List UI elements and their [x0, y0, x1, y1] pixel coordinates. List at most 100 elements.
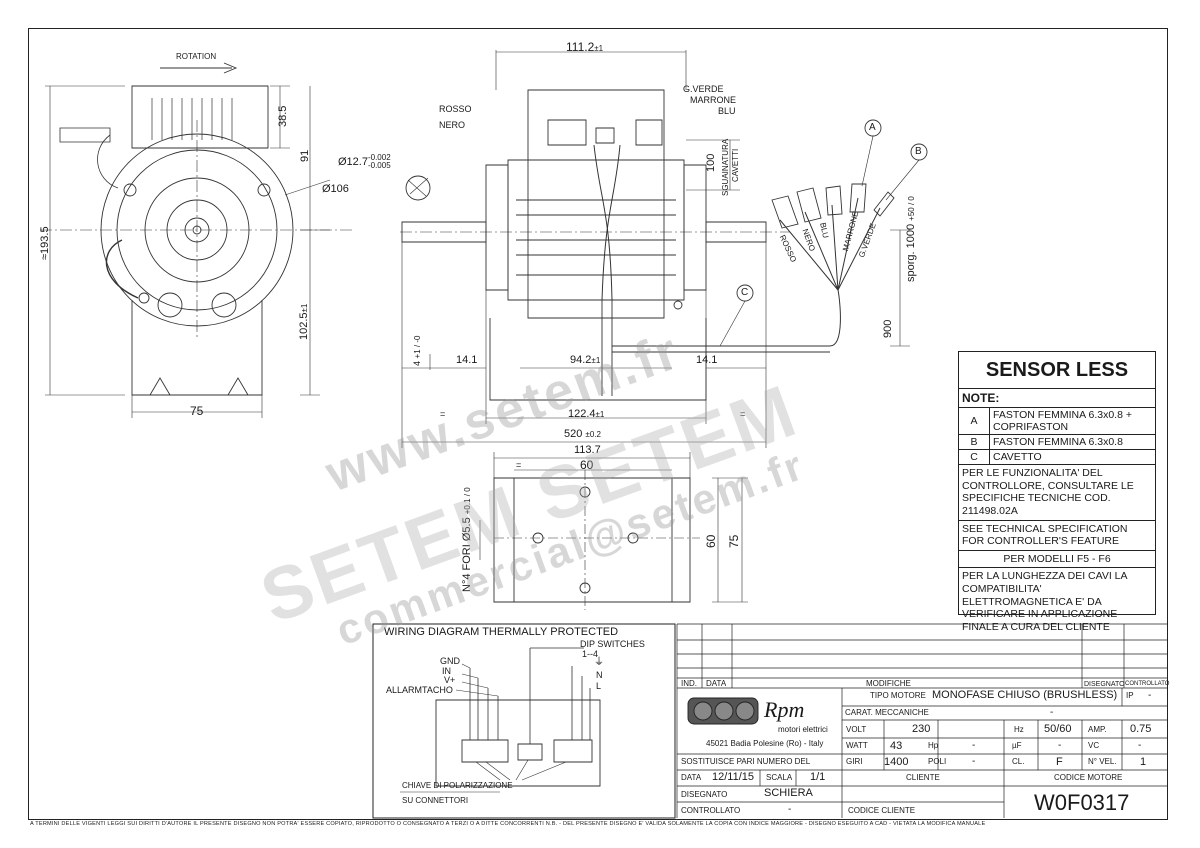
dim-sporg-1000: sporg. 1000 +50 / 0	[905, 196, 917, 282]
wiring-chiave: CHIAVE DI POLARIZZAZIONE	[402, 781, 513, 790]
tb-watt-value: 43	[890, 740, 903, 752]
notes-heading: NOTE:	[959, 389, 1155, 408]
tb-controllato-label: CONTROLLATO	[681, 806, 741, 815]
dim-60-top: 60	[580, 458, 594, 472]
wiring-n: N	[596, 670, 603, 680]
tb-data-label: DATA	[681, 773, 702, 782]
dim-12-7: Ø12.7-0.002-0.005	[338, 153, 391, 170]
tb-hp-value: -	[972, 740, 976, 751]
label-sguainatura: SGUAINATURA	[721, 138, 730, 196]
tb-data-header: DATA	[706, 679, 727, 688]
dim-102-5: 102.5±1	[298, 303, 310, 340]
tb-volt-label: VOLT	[846, 725, 867, 734]
tb-giri-value: 1400	[884, 756, 909, 768]
tb-giri-label: GIRI	[846, 757, 863, 766]
tb-tipo-label: TIPO MOTORE	[870, 691, 926, 700]
tb-amp-label: AMP.	[1088, 725, 1107, 734]
dim-75-left: 75	[190, 404, 204, 418]
wiring-gnd: GND	[440, 656, 460, 666]
dim-75-side: 75	[727, 534, 741, 548]
copyright-footer: A TERMINI DELLE VIGENTI LEGGI SUI DIRITT…	[30, 821, 986, 827]
tb-scala-label: SCALA	[766, 773, 793, 782]
tb-nvel-label: N° VEL.	[1088, 757, 1117, 766]
terminal-cover	[131, 85, 269, 149]
dim-4: 4 +1 / -0	[412, 335, 422, 366]
tb-nvel-value: 1	[1140, 756, 1147, 768]
tb-hz-label: Hz	[1014, 725, 1024, 734]
wiring-dip-switches: DIP SWITCHES	[580, 639, 645, 649]
left-shaft	[401, 221, 487, 243]
tb-controllato-value: -	[788, 804, 792, 815]
wiring-title: WIRING DIAGRAM THERMALLY PROTECTED	[384, 626, 619, 638]
callout-c: C	[741, 287, 749, 298]
tb-controllato-header: CONTROLLATO	[1125, 681, 1170, 687]
drawing-frame	[28, 28, 1168, 820]
earth-icon: ⏚	[594, 657, 604, 668]
wiring-vplus: V+	[444, 675, 456, 685]
tb-watt-label: WATT	[846, 741, 868, 750]
tb-carat-value: -	[1050, 707, 1054, 718]
label-blu: BLU	[718, 106, 736, 116]
dim-113-7: 113.7	[574, 444, 601, 456]
wiring-l: L	[596, 681, 602, 691]
tb-codice-cliente-label: CODICE CLIENTE	[848, 806, 916, 815]
tb-vc-value: -	[1138, 740, 1142, 751]
label-cavetti: CAVETTI	[731, 148, 740, 182]
dim-520: 520 ±0.2	[564, 428, 601, 440]
wiring-allarmtacho: ALLARMTACHO	[386, 685, 453, 695]
dim-100: 100	[705, 153, 717, 172]
tb-cl-label: CL.	[1012, 757, 1025, 766]
wiring-su-connettori: SU CONNETTORI	[402, 796, 469, 805]
note-cable-length: PER LA LUNGHEZZA DEI CAVI LA COMPATIBILI…	[962, 570, 1127, 633]
tb-hp-label: Hp	[928, 741, 939, 750]
dim-122-4: 122.4±1	[568, 408, 605, 420]
tb-cliente-label: CLIENTE	[906, 773, 940, 782]
tb-modifiche: MODIFICHE	[866, 679, 911, 688]
label-g-verde: G.VERDE	[683, 84, 724, 94]
tb-disegnato-value: SCHIERA	[764, 787, 813, 799]
equal-mark-3: =	[516, 460, 522, 470]
sensor-title: SENSOR LESS	[959, 352, 1155, 389]
wiring-dip-range: 1--4	[582, 649, 599, 659]
dim-193-5: ≈193.5	[39, 226, 51, 260]
tb-tipo-value: MONOFASE CHIUSO (BRUSHLESS)	[932, 689, 1118, 701]
tb-uf-label: µF	[1012, 741, 1022, 750]
tb-ip-label: IP	[1126, 691, 1134, 700]
dim-111: 111.2±1	[566, 40, 604, 54]
dim-94-2: 94.2±1	[570, 354, 601, 366]
tb-uf-value: -	[1058, 740, 1062, 751]
equal-mark-2: =	[740, 409, 746, 419]
note-models: PER MODELLI F5 - F6	[959, 551, 1155, 569]
tb-volt-value: 230	[912, 723, 931, 735]
wiring-in: IN	[442, 666, 451, 676]
dim-38-5: 38.5	[277, 105, 289, 127]
tb-cl-value: F	[1056, 756, 1063, 768]
tb-ind: IND.	[681, 679, 697, 688]
label-marrone: MARRONE	[690, 95, 737, 105]
dim-106: Ø106	[322, 183, 349, 195]
tb-hz-value: 50/60	[1044, 723, 1072, 735]
dim-91: 91	[299, 149, 311, 162]
tb-disegnato-header: DISEGNATO	[1084, 681, 1125, 688]
tb-carat-label: CARAT. MECCANICHE	[845, 708, 929, 717]
tb-scala-value: 1/1	[810, 771, 826, 783]
tb-poli-value: -	[972, 756, 976, 767]
company-logo-text: Rpm	[764, 697, 805, 722]
tb-amp-value: 0.75	[1130, 723, 1152, 735]
dim-14-1-right: 14.1	[696, 354, 718, 366]
tb-sostituisce: SOSTITUISCE PARI NUMERO DEL	[681, 757, 811, 766]
wiring-box	[372, 623, 676, 819]
label-rosso: ROSSO	[439, 104, 472, 114]
company-sub: motori elettrici	[778, 725, 828, 734]
tb-disegnato-label: DISEGNATO	[681, 790, 728, 799]
tb-codice-motore-label: CODICE MOTORE	[1054, 773, 1123, 782]
mounting-plate	[493, 477, 691, 603]
label-nero: NERO	[439, 120, 466, 130]
dim-900: 900	[882, 319, 894, 338]
motor-body-side	[527, 89, 665, 319]
